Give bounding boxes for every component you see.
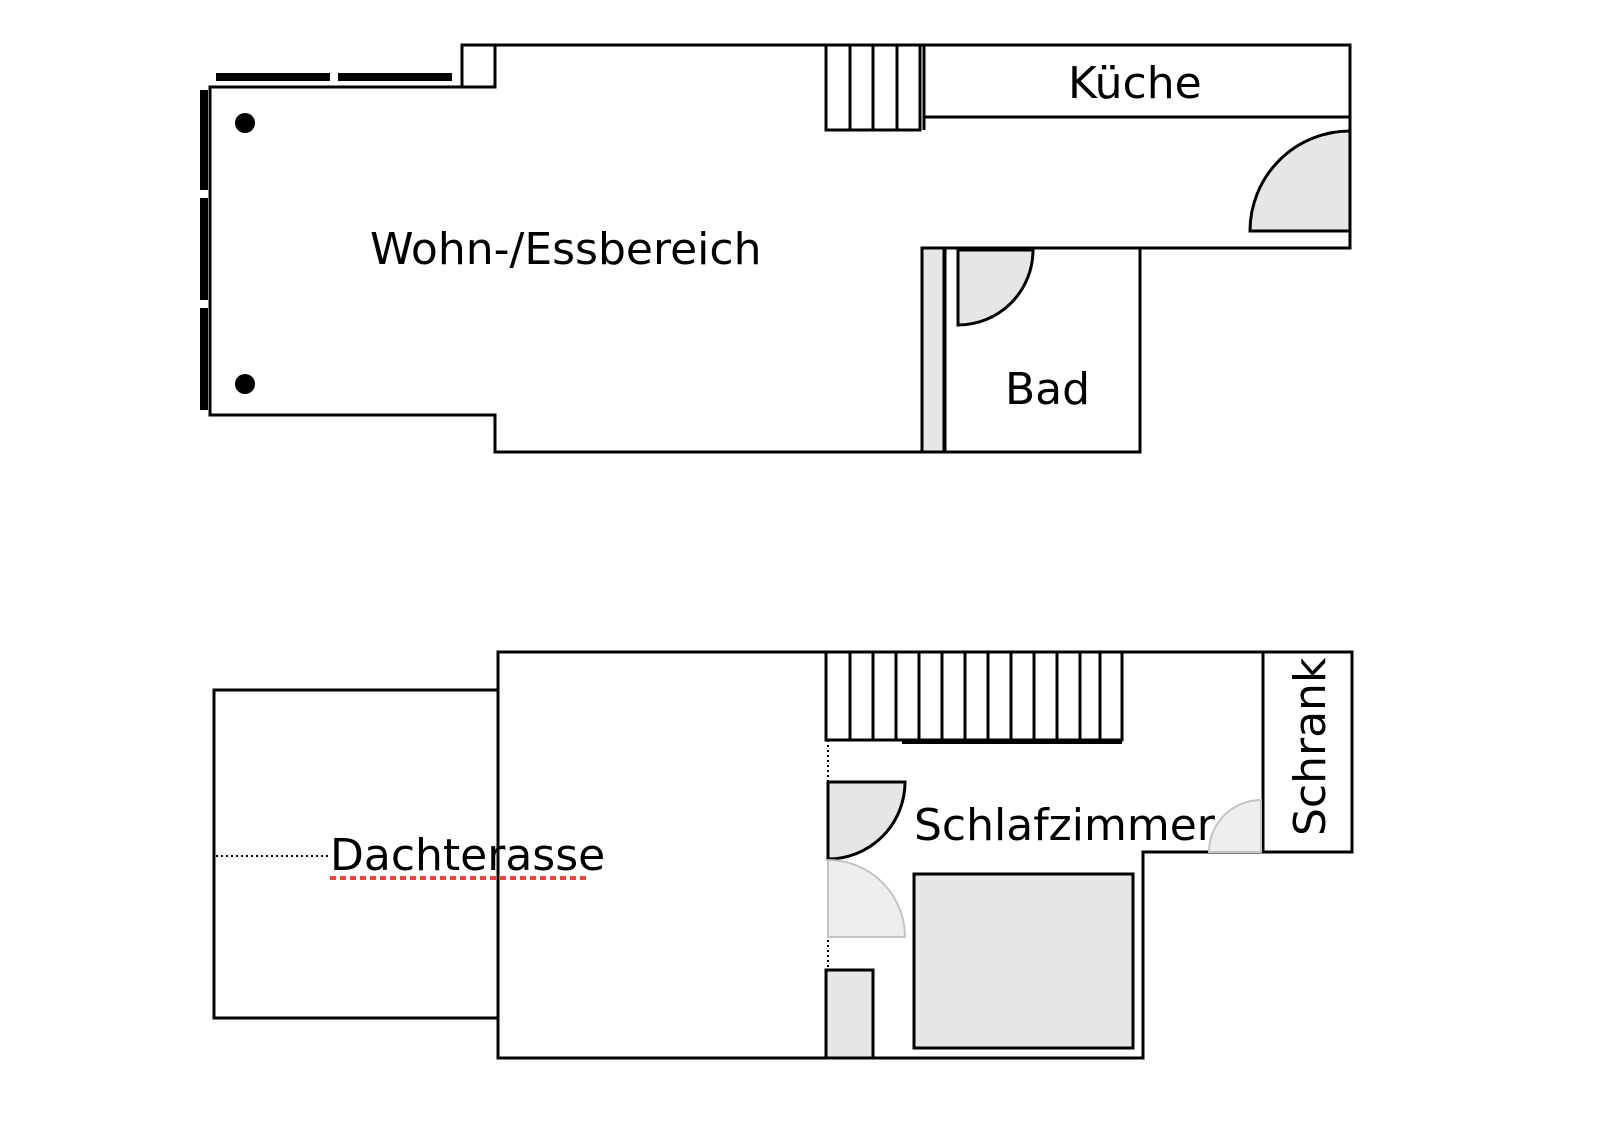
wardrobe-door-swing — [1207, 798, 1262, 853]
room-label-living-dining: Wohn-/Essbereich — [370, 224, 761, 275]
bathroom-partition — [920, 246, 946, 454]
room-label-kitchen: Küche — [1068, 58, 1202, 109]
storage-block — [824, 968, 875, 1060]
column-bottom — [235, 374, 255, 394]
room-label-wardrobe: Schrank — [1285, 657, 1336, 836]
wall-notch — [460, 43, 497, 89]
bathroom-door-swing — [956, 248, 1035, 327]
room-label-roof-terrace: Dachterasse — [330, 830, 605, 881]
lower-floor: Dachterasse Schlafzimmer Schrank — [212, 650, 1354, 1060]
wardrobe — [1261, 650, 1354, 854]
bedroom-door-swing-faint — [827, 858, 907, 938]
bed — [912, 872, 1135, 1050]
column-top — [235, 113, 255, 133]
bedroom-door-swing — [826, 780, 907, 861]
upper-floor: Wohn-/Essbereich Küche Bad — [200, 43, 1352, 454]
staircase-upper — [824, 43, 926, 132]
entrance-door-swing — [1248, 129, 1352, 233]
staircase-lower — [824, 650, 1124, 744]
room-label-bathroom: Bad — [1005, 364, 1090, 415]
room-label-bedroom: Schlafzimmer — [914, 800, 1216, 851]
